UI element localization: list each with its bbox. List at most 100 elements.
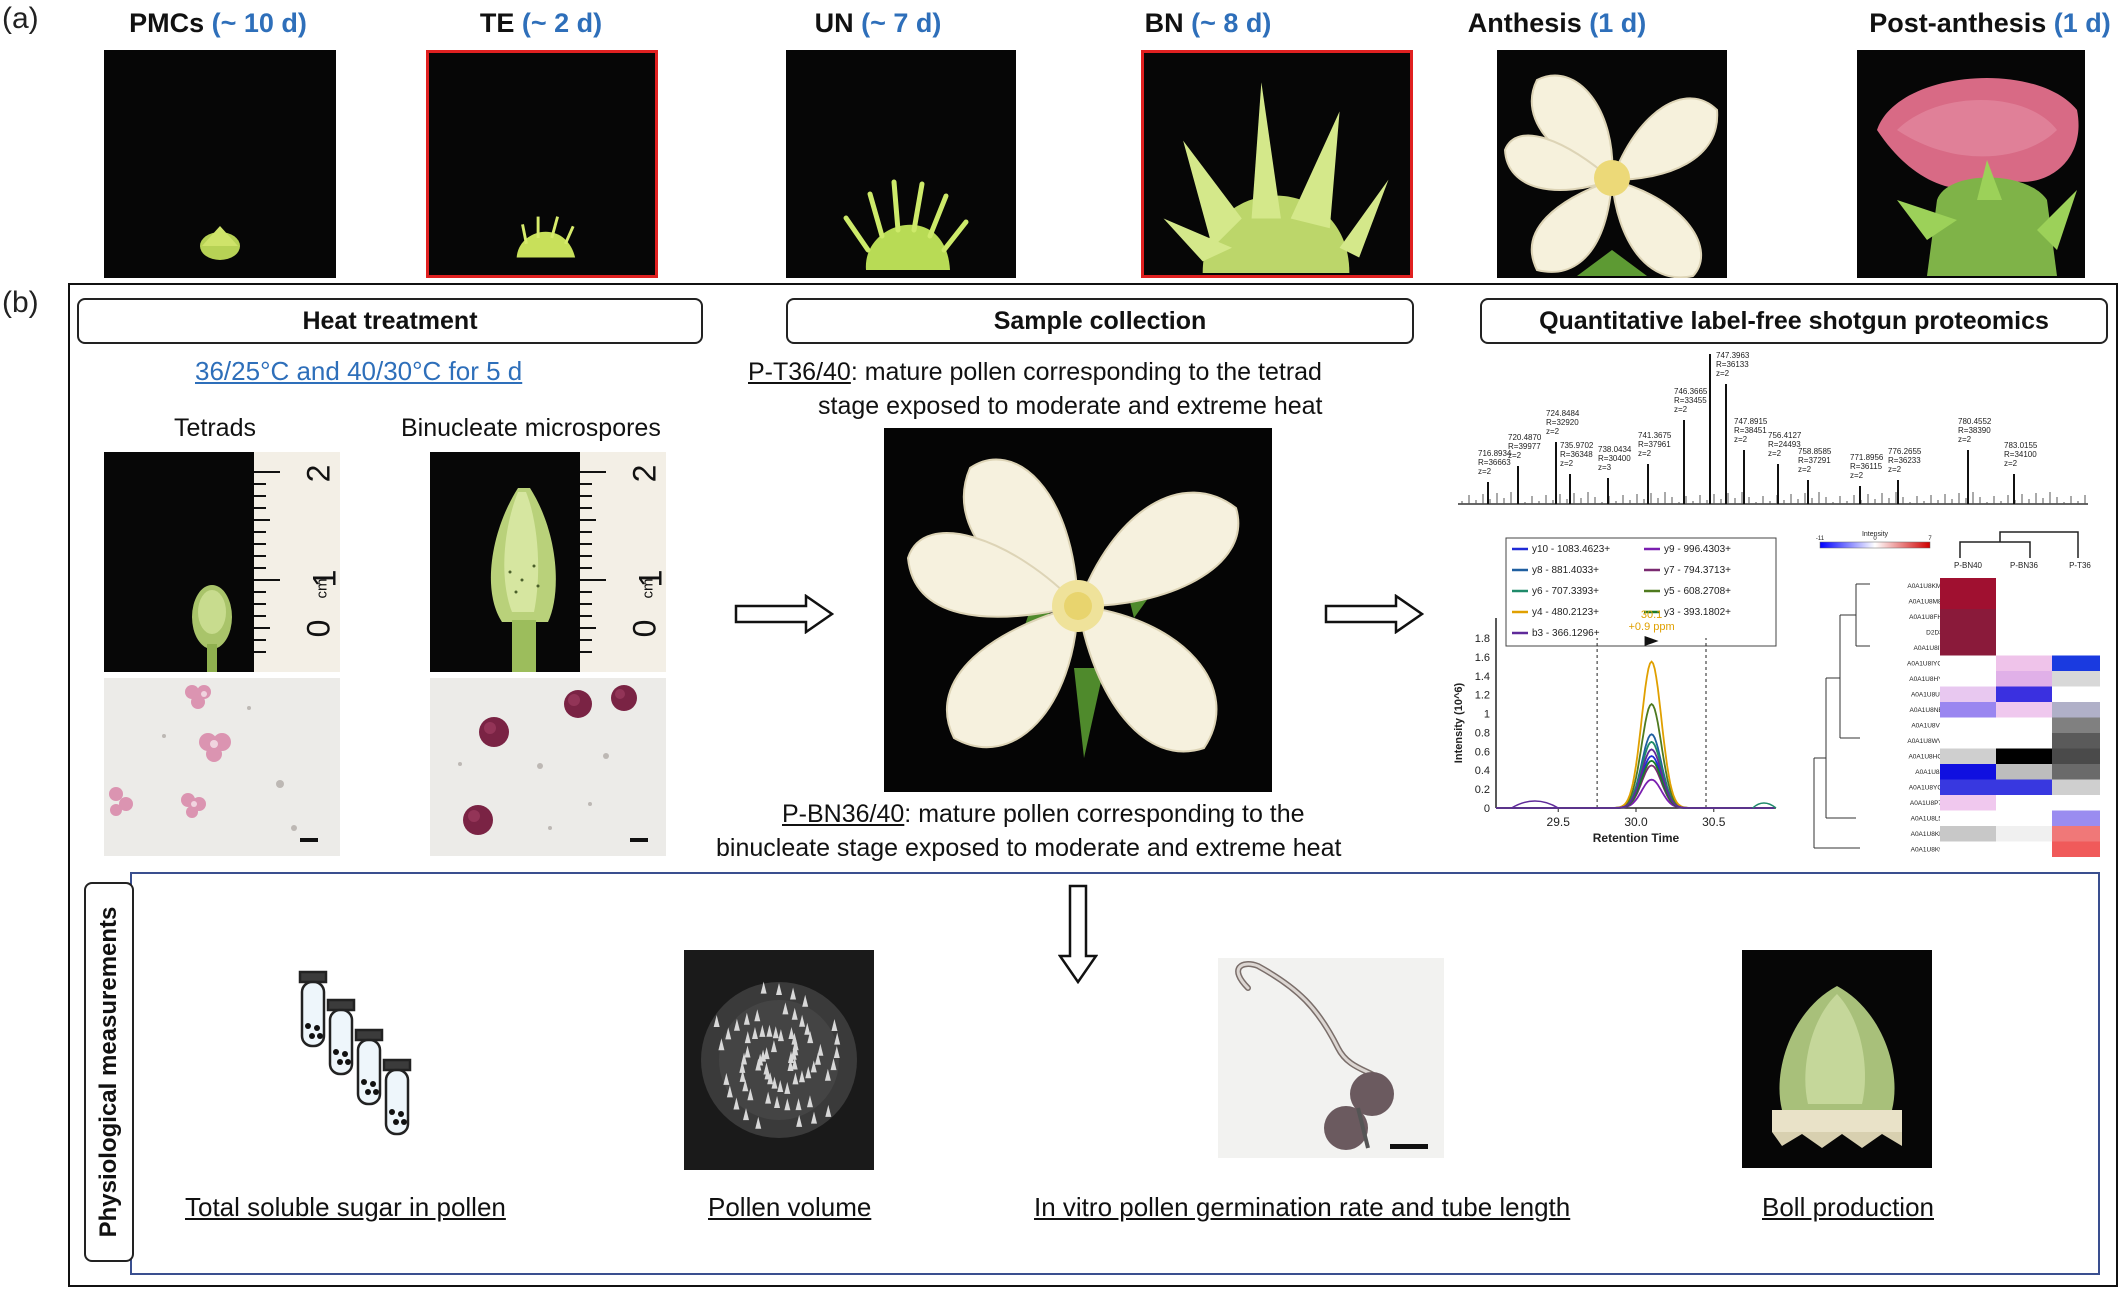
ms-peak-label: z=2 (1546, 427, 1560, 436)
pollen-spike (824, 1068, 831, 1081)
stage-name: Anthesis (1467, 8, 1590, 38)
heatmap-cell (1996, 702, 2052, 718)
ms-peak-label: R=36348 (1560, 450, 1593, 459)
stage-photo-bn (1141, 50, 1413, 278)
heatmap-cell (2052, 593, 2100, 609)
ms-peak-label: R=36233 (1888, 456, 1921, 465)
pollen-spike (739, 1060, 746, 1073)
pbn-description-2: binucleate stage exposed to moderate and… (716, 834, 1342, 862)
chrom-peak-marker (1644, 636, 1659, 646)
chrom-legend-entry: y10 - 1083.4623+ (1532, 544, 1610, 555)
heatmap-cell (1996, 686, 2052, 702)
ms-peak-label: R=39977 (1508, 442, 1541, 451)
ms-peak-label: 738.0434 (1598, 445, 1632, 454)
heatmap-cell (1940, 779, 1996, 795)
heatmap-cell (1996, 578, 2052, 594)
pollen-spike (755, 1058, 762, 1071)
pbn-text-1: : mature pollen corresponding to the (904, 800, 1305, 828)
heatmap-column-label: P-T36 (2069, 561, 2091, 570)
ms-peak-label: z=2 (1508, 451, 1522, 460)
ms-peak-label: R=36115 (1850, 462, 1883, 471)
ms-peak-label: R=36133 (1716, 360, 1749, 369)
pollen-spike (723, 1072, 730, 1085)
pollen-spike (725, 1027, 732, 1040)
pollen-spike (744, 1045, 751, 1058)
pollen-spike (795, 1098, 802, 1111)
pollen-spike (770, 1040, 777, 1053)
pollen-spike (739, 1069, 746, 1082)
ruler-unit-cm: cm (313, 578, 331, 599)
heatmap-cell (1996, 779, 2052, 795)
heatmap-cell (2052, 748, 2100, 764)
pollen-spike (834, 1032, 841, 1045)
heatmap-cell (1940, 609, 1996, 625)
stage-title-un: UN (~ 7 d) (728, 8, 1028, 39)
stage-photo-pmcs (104, 50, 336, 278)
pollen-spike (790, 987, 797, 1000)
pollen-spike (776, 983, 782, 995)
heatmap-row-label: A0A1U8HGF0 (1908, 754, 1950, 761)
ms-peak-label: R=24493 (1768, 440, 1801, 449)
heatmap-cell (1996, 795, 2052, 811)
heatmap-cell (1940, 841, 1996, 857)
pollen-spike (784, 1081, 791, 1094)
ms-peak-label: 780.4552 (1958, 417, 1992, 426)
stage-name: Post-anthesis (1869, 8, 2054, 38)
heatmap-cell (1996, 655, 2052, 671)
heatmap-cell (1996, 593, 2052, 609)
physiological-label: Physiological measurements (95, 906, 122, 1238)
ms-peak-label: z=2 (1716, 369, 1730, 378)
pollen-spike (791, 1057, 798, 1070)
heatmap-row-label: A0A1U8M8N0 (1908, 599, 1950, 606)
pollen-spike (741, 1052, 748, 1065)
heatmap-row-label: A0A1U8L5S3 (1911, 816, 1951, 823)
pollen-spike (833, 1045, 840, 1058)
pollen-spike (825, 1104, 832, 1117)
chrom-side-bump (1752, 802, 1777, 809)
pollen-spike (807, 1031, 814, 1044)
pollen-spike (743, 1012, 750, 1025)
ms-peak-label: R=32920 (1546, 418, 1579, 427)
pollen-spike (804, 1022, 811, 1035)
binucleate-label: Binucleate microspores (401, 414, 661, 442)
pollen-spike (713, 1015, 720, 1027)
right-arrow-2 (1324, 594, 1424, 634)
pollen-spike (788, 1051, 794, 1063)
heatmap-cell (2052, 733, 2100, 749)
pollen-spike (811, 1111, 817, 1124)
panel-b-label: (b) (2, 286, 39, 319)
heatmap-column-dendrogram (1959, 531, 2079, 558)
pollen-spike (810, 1060, 817, 1073)
pollen-spike (747, 1088, 754, 1101)
chrom-y-tick: 1.4 (1475, 671, 1490, 683)
pollen-spike (774, 1095, 781, 1108)
pt-label: P-T36/40 (748, 358, 851, 386)
pollen-spike (799, 1014, 806, 1027)
pollen-spike (831, 1019, 838, 1031)
pollen-spike (798, 1070, 805, 1083)
pollen-spike (788, 1027, 795, 1040)
heatmap-row-dendrogram (1813, 583, 1870, 849)
proteomics-header: Quantitative label-free shotgun proteomi… (1480, 298, 2108, 344)
pollen-grain-photo (684, 950, 874, 1170)
pollen-spike (806, 1095, 813, 1108)
pollen-spike (760, 1049, 767, 1062)
ms-peak-label: 776.2655 (1888, 447, 1922, 456)
ms-peak-label: R=37291 (1798, 456, 1831, 465)
ms-peak-label: R=38390 (1958, 426, 1991, 435)
heat-treatment-header: Heat treatment (77, 298, 703, 344)
pbn-label: P-BN36/40 (782, 800, 905, 828)
heatmap-cell (2052, 795, 2100, 811)
chrom-legend-entry: y9 - 996.4303+ (1664, 544, 1731, 555)
sugar-tubes-icon (292, 964, 432, 1164)
pt-description-2: stage exposed to moderate and extreme he… (818, 392, 1323, 420)
heatmap-cell (1940, 810, 1996, 826)
chrom-series-line (1496, 660, 1775, 809)
ms-peak-label: z=2 (1888, 465, 1902, 474)
tetrad-bud-photo (104, 452, 340, 672)
ms-peak-label: 771.8956 (1850, 453, 1884, 462)
chrom-y-tick: 0.4 (1475, 765, 1490, 777)
stage-name: PMCs (129, 8, 212, 38)
heatmap-scale-label: Intensity (1862, 531, 1889, 538)
pollen-spike (782, 1002, 789, 1015)
